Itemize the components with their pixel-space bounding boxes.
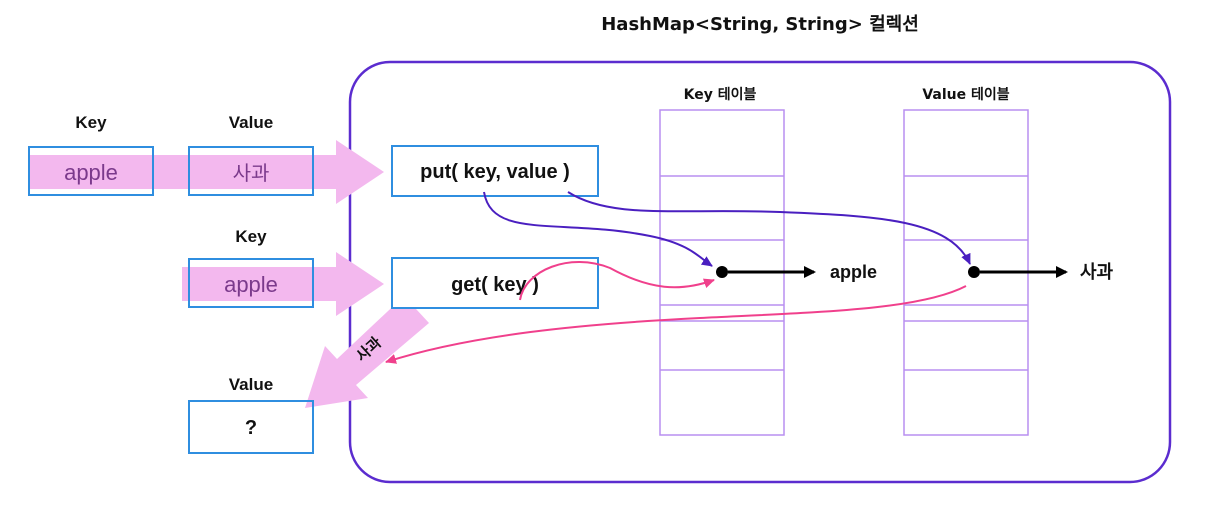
key-entry-label: apple [830,262,877,282]
get-key-header: Key [235,227,267,246]
output-value-result: ? [245,417,257,439]
get-method-box [391,257,599,309]
put-value-header: Value [229,113,273,132]
put-method-label: put( key, value ) [420,161,570,183]
put-key-arrow [483,191,713,267]
get-lookup-arrow [519,261,715,301]
put-value-arrow [567,191,971,265]
key-table-title: Key 테이블 [684,86,757,103]
get-return-arrow [385,285,967,364]
put-method-box [391,145,599,197]
put-key-box [28,146,154,196]
output-value-header: Value [229,375,273,394]
value-entry-label: 사과 [1080,262,1114,283]
diagram-title: HashMap<String, String> 컬렉션 [601,13,919,35]
get-method-label: get( key ) [451,274,539,296]
output-value-box [188,400,314,454]
result-flow-arrow [305,296,429,408]
value-table [903,109,1029,436]
get-key-box [188,258,314,308]
value-entry-dot [968,266,980,278]
put-key-header: Key [75,113,107,132]
put-value-value: 사과 [233,161,270,185]
key-entry-dot [716,266,728,278]
put-key-value: apple [64,160,118,185]
get-key-value: apple [224,272,278,297]
value-table-title: Value 테이블 [922,86,1009,103]
put-input-flow-arrow [30,140,384,204]
get-input-flow-arrow [182,252,384,316]
put-value-box [188,146,314,196]
